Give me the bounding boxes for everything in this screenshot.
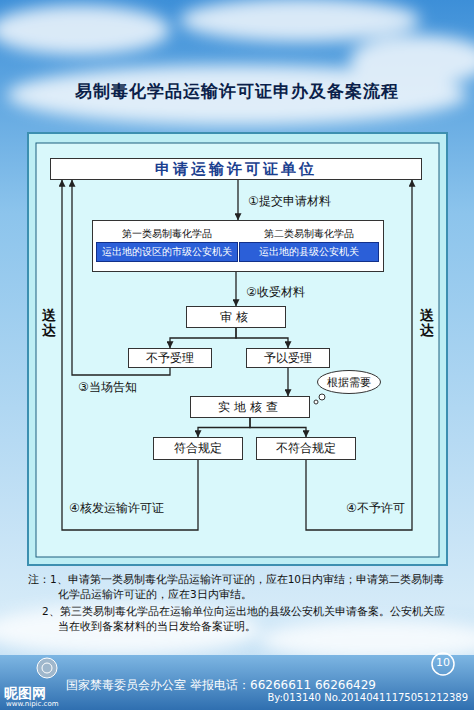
result-box: 符合规定 [153,437,243,460]
node-text: 符合规定 [174,440,222,457]
page-number: 10 [431,656,455,669]
edge-label: ③当场告知 [76,379,139,396]
authority-group: 第一类易制毒化学品运出地的设区的市级公安机关第二类易制毒化学品运出地的县级公安机… [92,220,384,272]
footer-band [0,655,474,710]
category-heading: 第二类易制毒化学品 [264,226,354,242]
page-title: 易制毒化学品运输许可证申办及备案流程 [0,80,474,103]
clouds [0,0,474,660]
authority-fill: 运出地的设区的市级公安机关 [96,242,238,262]
footer-text: 国家禁毒委员会办公室 [66,677,186,694]
node-text: 审核 [220,309,252,326]
flow-arrow [237,180,238,220]
footer-text: 举报电话：66266611 66266429 [190,677,376,694]
process-box: 不予受理 [128,348,212,368]
cloud-outline [318,371,381,394]
thought-bubble: 根据需要 [317,370,381,394]
edge-label: ①提交申请材料 [246,193,333,210]
flow-arrow [250,418,306,437]
emblem-ring [42,663,52,673]
page-number-circle [432,653,454,675]
node-text: 予以受理 [264,350,312,367]
cloud-bubble [314,400,318,404]
flow-arrow [236,328,288,348]
flow-arrow [198,418,250,437]
note-text: 注：1、申请第一类易制毒化学品运输许可证的，应在10日内审结；申请第二类易制毒化… [28,572,450,602]
node-text: 根据需要 [327,375,371,390]
edge-label: ②收受材料 [244,284,307,301]
edge-label: ④不予许可 [344,500,407,517]
process-box: 审核 [186,306,286,328]
node-text: 不予受理 [146,350,194,367]
watermark: www.nipic.com [6,700,59,708]
authority-fill: 运出地的县级公安机关 [239,242,379,262]
flow-arrow [235,272,236,306]
result-box: 不符合规定 [256,437,356,460]
node-text: 申请运输许可证单位 [155,160,317,179]
outer-panel [28,133,447,565]
flow-arrow [287,368,288,396]
flow-arrow [170,328,236,348]
delivery-label: 送达 [42,308,56,339]
emblem [37,658,57,678]
flow-arrow [72,180,170,375]
cloud-bubble [319,394,325,400]
applicant-bar: 申请运输许可证单位 [50,158,422,180]
inner-panel [36,143,439,557]
authority-box: 第二类易制毒化学品运出地的县级公安机关 [239,226,379,266]
edge-label: ④核发运输许可证 [67,500,166,517]
delivery-label: 送达 [420,308,434,339]
watermark: By:013140 No.20140411175051212389 [267,692,468,703]
authority-text: 运出地的设区的市级公安机关 [102,245,232,259]
node-text: 实地核查 [218,399,282,416]
note-text: 2、第三类易制毒化学品在运输单位向运出地的县级公安机关申请备案。公安机关应当在收… [28,604,450,634]
category-heading: 第一类易制毒化学品 [122,226,212,242]
authority-box: 第一类易制毒化学品运出地的设区的市级公安机关 [96,226,238,266]
process-box: 实地核查 [190,396,310,418]
authority-text: 运出地的县级公安机关 [259,245,359,259]
process-box: 予以受理 [246,348,330,368]
node-text: 不符合规定 [276,440,336,457]
